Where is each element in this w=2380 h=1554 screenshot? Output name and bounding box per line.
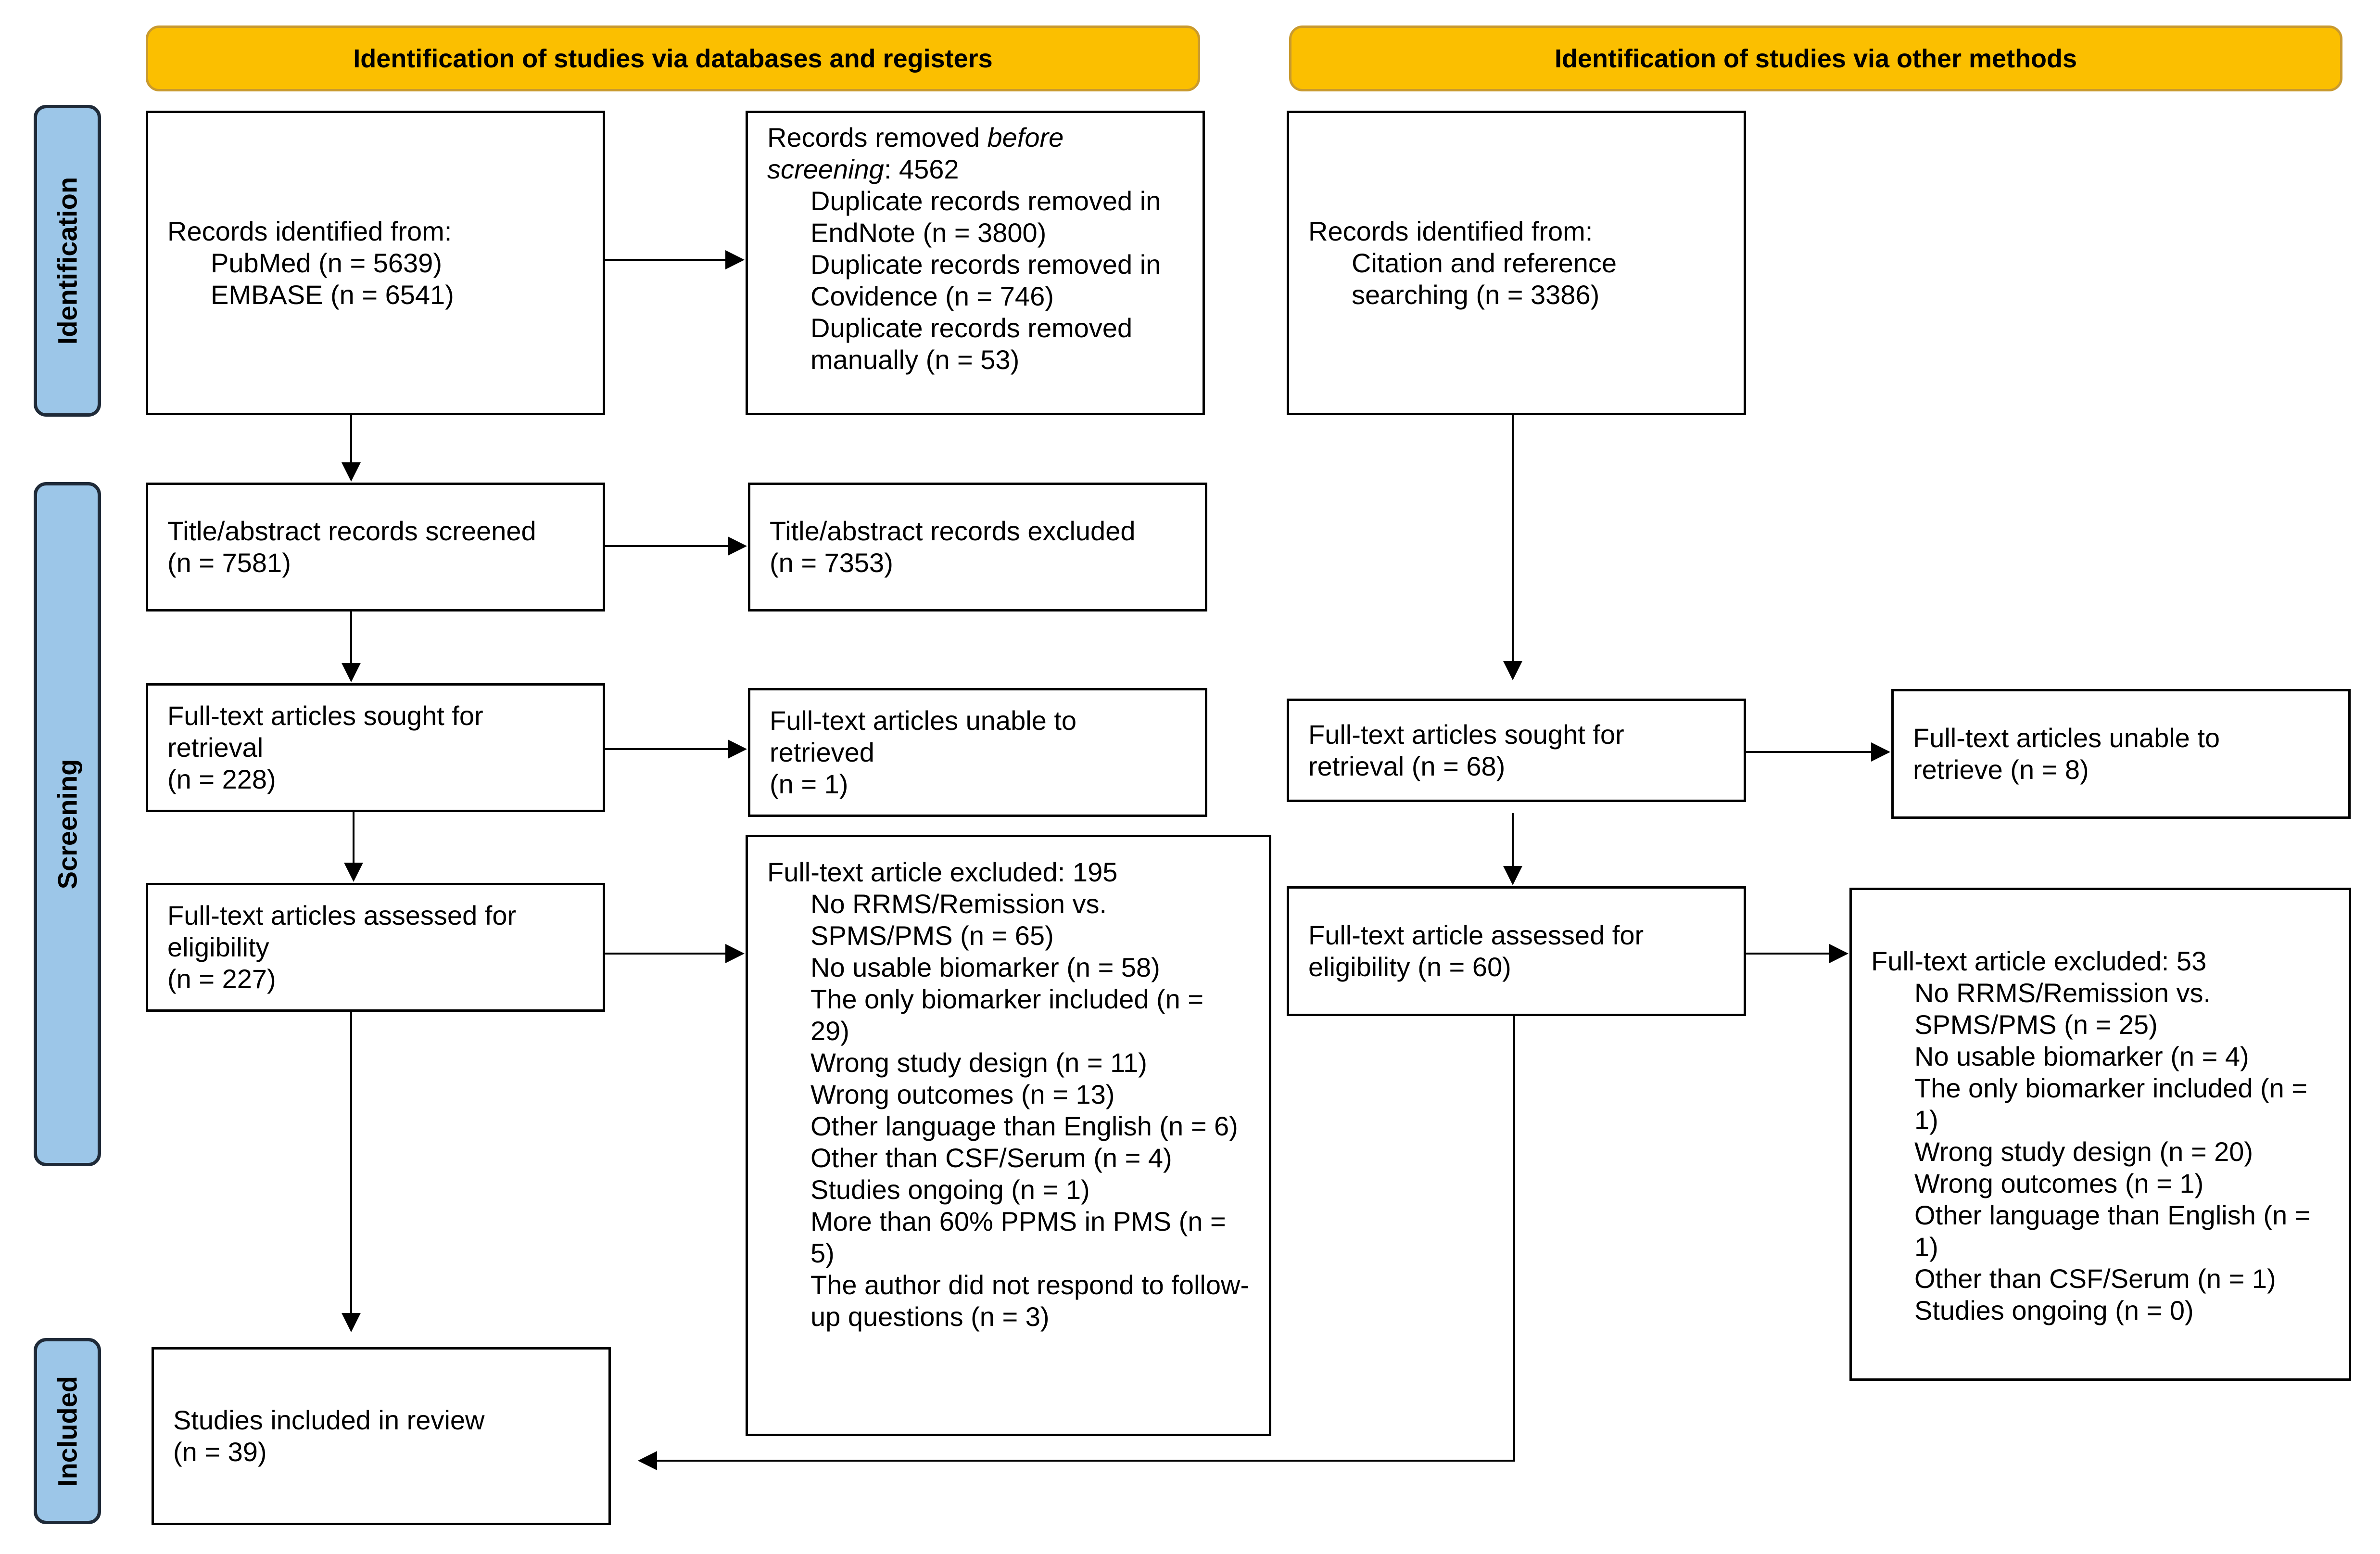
sought-other-count: retrieval (n = 68) [1308,751,1506,781]
reason-item: No RRMS/Remission vs. SPMS/PMS (n = 25) [1914,978,2211,1040]
unable-count: (n = 1) [770,769,848,799]
box-fulltext-excluded-other: Full-text article excluded: 53 No RRMS/R… [1849,888,2351,1381]
arrow-other-assessed-to-included [638,1016,1515,1470]
unable-other-count: retrieve (n = 8) [1913,754,2089,785]
reason-item: The only biomarker included (n = 29) [810,984,1204,1046]
unable-other-label: Full-text articles unable to [1913,723,2220,753]
reason-item: Wrong study design (n = 20) [1914,1136,2253,1167]
reason-item: Studies ongoing (n = 0) [1914,1295,2194,1325]
reason-item: No usable biomarker (n = 4) [1914,1041,2249,1071]
assessed-label: Full-text articles assessed for [167,900,517,930]
box-fulltext-sought-databases: Full-text articles sought for retrieval … [146,683,605,812]
screened-count: (n = 7581) [167,548,291,578]
reason-item: Other language than English (n = 6) [810,1111,1238,1141]
box-fulltext-sought-other: Full-text articles sought for retrieval … [1287,699,1746,802]
box-fulltext-assessed-databases: Full-text articles assessed for eligibil… [146,883,605,1012]
records-removed-title: Records removed before screening: 4562 [767,122,1064,184]
removed-manually: Duplicate records removed manually (n = … [810,313,1133,375]
box-fulltext-excluded-databases: Full-text article excluded: 195 No RRMS/… [746,835,1271,1436]
unable-label: Full-text articles unable to [770,705,1077,736]
header-other-methods: Identification of studies via other meth… [1289,25,2342,91]
screened-label: Title/abstract records screened [167,516,536,546]
box-fulltext-unable-other: Full-text articles unable to retrieve (n… [1891,689,2351,819]
box-studies-included: Studies included in review (n = 39) [152,1347,611,1525]
source-embase: EMBASE (n = 6541) [211,279,454,310]
box-fulltext-unable-databases: Full-text articles unable to retrieved (… [748,688,1207,817]
assessed-other-count: eligibility (n = 60) [1308,952,1511,982]
fulltext-excluded-other-title: Full-text article excluded: 53 [1871,946,2207,976]
records-identified-title: Records identified from: [167,216,452,246]
excluded-count: (n = 7353) [770,548,893,578]
assessed-count: (n = 227) [167,964,276,994]
assessed-label-cont: eligibility [167,932,269,962]
reason-item: The author did not respond to follow-up … [810,1270,1250,1332]
reason-item: Studies ongoing (n = 1) [810,1174,1090,1205]
box-title-abstract-excluded: Title/abstract records excluded (n = 735… [748,483,1207,611]
box-fulltext-assessed-other: Full-text article assessed for eligibili… [1287,886,1746,1016]
phase-identification: Identification [34,105,101,417]
box-records-identified-other: Records identified from: Citation and re… [1287,111,1746,415]
reason-item: Wrong study design (n = 11) [810,1047,1147,1078]
unable-label-cont: retrieved [770,737,874,767]
header-databases-registers: Identification of studies via databases … [146,25,1200,91]
box-title-abstract-screened: Title/abstract records screened (n = 758… [146,483,605,611]
reason-item: Wrong outcomes (n = 1) [1914,1168,2204,1198]
excluded-label: Title/abstract records excluded [770,516,1136,546]
sought-label: Full-text articles sought for [167,701,483,731]
phase-included: Included [34,1338,101,1524]
reason-item: No usable biomarker (n = 58) [810,952,1160,982]
reason-item: Other than CSF/Serum (n = 1) [1914,1263,2276,1294]
included-label: Studies included in review [173,1405,485,1435]
assessed-other-label: Full-text article assessed for [1308,920,1644,950]
box-records-removed: Records removed before screening: 4562 D… [746,111,1205,415]
reason-item: No RRMS/Remission vs. SPMS/PMS (n = 65) [810,889,1107,951]
sought-count: (n = 228) [167,764,276,794]
removed-covidence: Duplicate records removed in Covidence (… [810,249,1161,311]
header-databases-label: Identification of studies via databases … [353,44,993,73]
source-pubmed: PubMed (n = 5639) [211,247,442,278]
reason-item: More than 60% PPMS in PMS (n = 5) [810,1206,1226,1268]
fulltext-excluded-title: Full-text article excluded: 195 [767,857,1118,887]
reason-item: Wrong outcomes (n = 13) [810,1079,1115,1109]
header-other-label: Identification of studies via other meth… [1554,44,2077,73]
source-citation: Citation and reference searching (n = 33… [1352,247,1617,310]
reason-item: Other than CSF/Serum (n = 4) [810,1143,1172,1173]
sought-other-label: Full-text articles sought for [1308,719,1624,750]
reason-item: Other language than English (n = 1) [1914,1200,2311,1262]
removed-endnote: Duplicate records removed in EndNote (n … [810,186,1161,248]
phase-screening: Screening [34,482,101,1166]
box-records-identified-databases: Records identified from: PubMed (n = 563… [146,111,605,415]
included-count: (n = 39) [173,1437,267,1467]
records-identified-other-title: Records identified from: [1308,216,1593,246]
reason-item: The only biomarker included (n = 1) [1914,1073,2308,1135]
sought-label-cont: retrieval [167,732,264,763]
